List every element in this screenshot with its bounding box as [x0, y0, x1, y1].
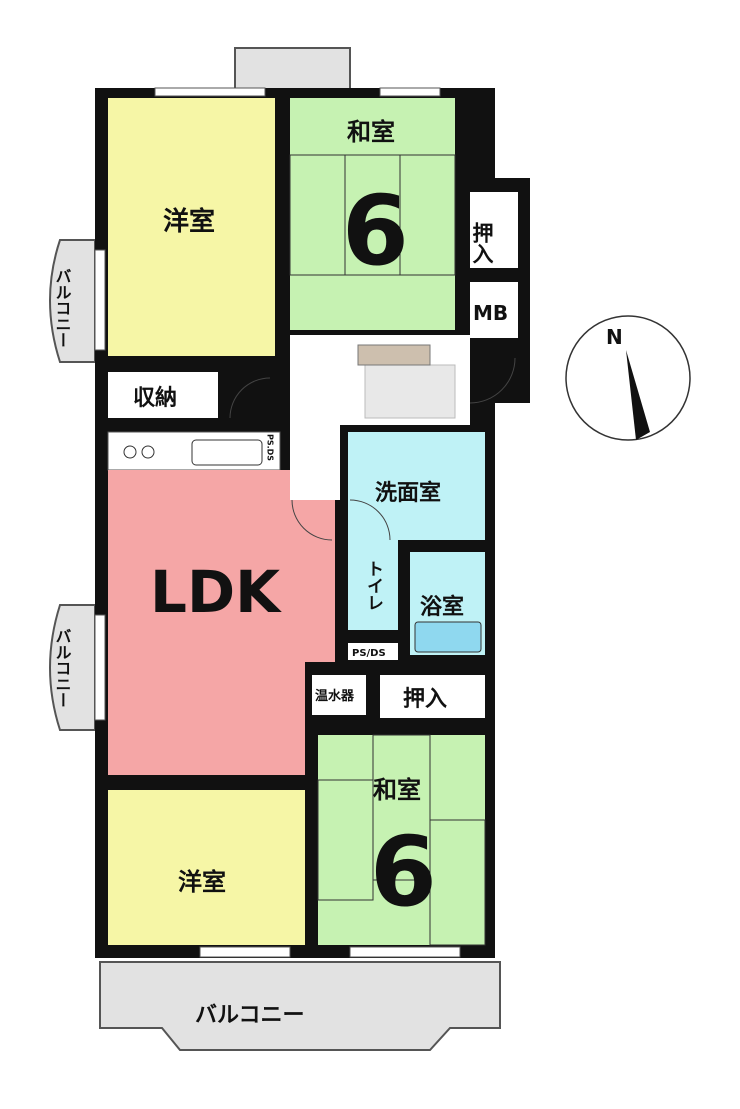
- room-closet-bottom: [380, 675, 485, 718]
- label-bath: 浴室: [420, 594, 464, 620]
- room-toilet: [348, 540, 398, 630]
- label-ps-ds: PS/DS: [352, 648, 386, 659]
- label-japanese-top-size: 6: [342, 175, 409, 287]
- compass: N: [565, 315, 691, 441]
- bathtub: [414, 621, 482, 653]
- label-japanese-top: 和室: [347, 118, 395, 146]
- label-western-top: 洋室: [163, 206, 215, 237]
- room-japanese-bottom: [318, 735, 485, 945]
- label-balcony-bottom: バルコニー: [195, 1003, 305, 1028]
- compass-north-label: N: [606, 325, 623, 349]
- label-water-heater: 温水器: [315, 688, 355, 704]
- ps-ds-box: [348, 643, 398, 660]
- room-ldk: [108, 470, 335, 775]
- kitchen-counter: [107, 431, 281, 471]
- balcony-bottom: [99, 961, 501, 1051]
- label-closet-bottom: 押入: [403, 686, 447, 712]
- room-western-top: [108, 98, 275, 356]
- label-japanese-bottom-size: 6: [370, 816, 437, 928]
- label-closet-top: 押入: [470, 221, 494, 264]
- balcony-left-middle: [49, 604, 96, 731]
- room-water-heater: [312, 675, 366, 715]
- label-mb: MB: [473, 301, 508, 325]
- label-balcony-left-top: バルコニー: [53, 268, 72, 348]
- balcony-top: [234, 47, 351, 91]
- label-ldk: LDK: [150, 558, 282, 626]
- entrance-tiles: [364, 364, 456, 419]
- room-washroom: [348, 432, 485, 540]
- room-closet-top: [470, 192, 518, 268]
- room-storage: [108, 372, 218, 418]
- label-western-bottom: 洋室: [178, 868, 226, 896]
- shoe-cabinet: [357, 344, 431, 366]
- room-mb: [470, 282, 518, 338]
- label-toilet: トイレ: [363, 560, 383, 611]
- label-washroom: 洗面室: [375, 480, 441, 506]
- room-western-bottom: [108, 790, 305, 945]
- label-balcony-left-middle: バルコニー: [53, 628, 72, 708]
- label-japanese-bottom: 和室: [373, 776, 421, 804]
- label-ps-ds-kitchen: PS.DS: [266, 434, 275, 461]
- room-japanese-top: [290, 98, 455, 330]
- balcony-left-top: [49, 239, 96, 363]
- label-storage: 収納: [133, 385, 177, 411]
- compass-needle-icon: [626, 350, 650, 440]
- hall-corridor: [290, 420, 340, 500]
